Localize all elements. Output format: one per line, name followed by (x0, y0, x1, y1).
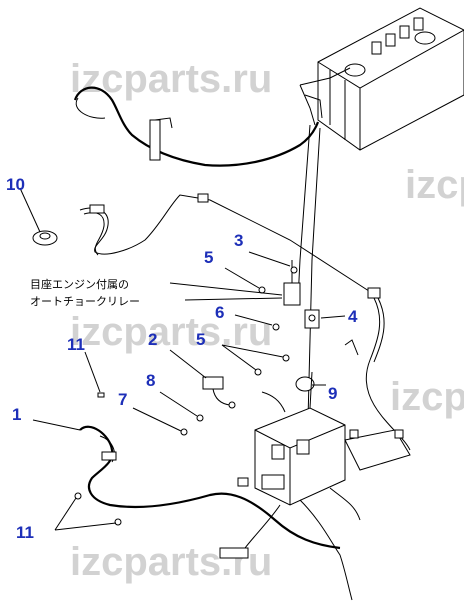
clip-lower-left (74, 492, 82, 500)
watermarks: izcparts.ru izcparts.ru izcparts.ru izcp… (70, 57, 464, 584)
washer (272, 323, 280, 331)
fuse-box-assembly (219, 371, 411, 601)
leader-1 (32, 419, 81, 431)
leader-10 (19, 187, 41, 233)
watermark-bottom: izcparts.ru (70, 540, 272, 584)
callout-11-upper: 11 (67, 335, 85, 354)
battery-cable (73, 86, 320, 167)
leader-11b-1 (54, 497, 77, 531)
leader-8 (159, 391, 198, 417)
leader-3 (248, 251, 291, 267)
harness-main (79, 425, 341, 550)
callout-1: 1 (12, 405, 21, 424)
leader-11a (84, 351, 101, 393)
callout-5-upper: 5 (204, 248, 213, 267)
leader-2 (169, 349, 207, 379)
callout-11-lower: 11 (16, 523, 34, 542)
clamp-part (295, 339, 359, 392)
watermark-middle: izcparts.ru (70, 310, 272, 354)
leader-note-1 (169, 282, 283, 296)
connector-part (202, 376, 236, 409)
callout-9: 9 (328, 384, 337, 403)
watermark-right-top: izcparts.ru (405, 163, 464, 207)
sub-harness-upper (79, 193, 373, 294)
relay-part (283, 260, 301, 306)
callout-10: 10 (6, 175, 25, 194)
leader-5b-2 (221, 344, 257, 371)
sub-harness-right (365, 287, 411, 451)
leader-11b-2 (54, 522, 117, 531)
callout-6: 6 (215, 303, 224, 322)
callout-3: 3 (234, 231, 243, 250)
grommet-part (32, 230, 58, 246)
bolt-upper (258, 286, 266, 294)
note-line-1: 目座エンジン付属の (30, 277, 129, 291)
callout-2: 2 (148, 330, 157, 349)
callout-8: 8 (146, 371, 155, 390)
leader-note-2 (184, 297, 283, 301)
harness-trunk (307, 127, 321, 421)
leader-6 (234, 314, 273, 326)
watermark-right-middle: izcparts.ru (390, 375, 464, 419)
leader-5a (224, 267, 260, 289)
leader-4 (320, 315, 346, 319)
callout-4: 4 (348, 307, 358, 326)
watermark-top: izcparts.ru (70, 57, 272, 101)
clip-lower-right (114, 518, 122, 526)
callout-5-lower: 5 (196, 330, 205, 349)
ground-wire (297, 124, 311, 301)
screw-part (180, 428, 188, 436)
leader-7 (132, 407, 182, 432)
leader-5b-1 (221, 344, 284, 358)
note-line-2: オートチョークリレー (30, 295, 140, 308)
battery-box (299, 7, 464, 151)
nut-part (196, 414, 204, 422)
clip-upper (97, 392, 105, 398)
bolt-lower-right (282, 354, 290, 362)
bolt-lower-left (254, 368, 262, 376)
bracket-part (304, 309, 320, 329)
callout-7: 7 (118, 390, 127, 409)
